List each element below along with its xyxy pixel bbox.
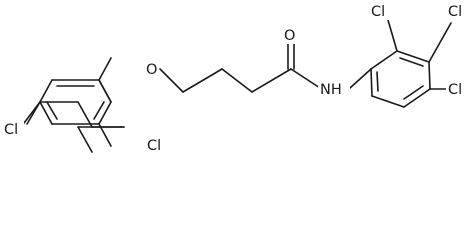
bond-c-cl-4 [428, 22, 452, 63]
ring-bond [98, 101, 112, 125]
ring-bond [403, 88, 431, 108]
ring-bond [396, 50, 430, 63]
bond-chain-3 [251, 68, 292, 93]
double-bond-inner [376, 71, 379, 92]
atom-label-o-carbonyl: O [283, 26, 297, 44]
bond-c-o-ether [98, 79, 112, 103]
ring-bond [370, 68, 373, 97]
atom-label: O [146, 62, 157, 78]
atom-label: Cl [448, 4, 462, 20]
bond-n-ring [349, 68, 372, 89]
bond-chain-1 [182, 68, 223, 93]
ring-bond [428, 61, 431, 90]
double-bond-inner [399, 57, 424, 67]
bond [77, 101, 93, 128]
atom-label: Cl [4, 122, 18, 138]
atom-label-cl-2: Cl [369, 2, 391, 20]
ring-bond [39, 101, 53, 125]
bond-chain-2 [221, 68, 253, 93]
double-bond-inner [93, 101, 105, 120]
atom-label: NH [320, 82, 342, 98]
ring-bond [370, 50, 398, 70]
bond-o-ch2 [159, 68, 184, 93]
double-bond-inner [403, 85, 424, 100]
trichlorophenyl-ring [370, 50, 431, 108]
atom-label-cl-4: Cl [446, 2, 470, 20]
atom-label: Cl [448, 82, 462, 98]
atom-label-cl-5: Cl [446, 80, 470, 98]
bond-c-n [290, 68, 321, 89]
bond-c-cl-2 [387, 19, 398, 52]
atom-label: Cl [371, 4, 385, 20]
molecule-structure-diagram: Cl Cl O O NH Cl Cl Cl [2, 2, 470, 154]
atom-label-o-ether: O [145, 60, 159, 78]
atom-label: Cl [147, 138, 161, 154]
ring-bond [39, 79, 53, 103]
double-bond-inner [46, 101, 58, 120]
atom-label-cl-para: Cl [2, 120, 24, 138]
ring-bond [371, 95, 405, 108]
atom-label-cl-ortho: Cl [145, 136, 167, 154]
bond-c-cl-ortho [98, 123, 112, 147]
bond [77, 126, 93, 153]
bond-c-cl-para [26, 101, 41, 125]
bond-ring-o [98, 57, 112, 81]
atom-label-nh: NH [318, 80, 350, 98]
atom-label: O [284, 28, 295, 44]
